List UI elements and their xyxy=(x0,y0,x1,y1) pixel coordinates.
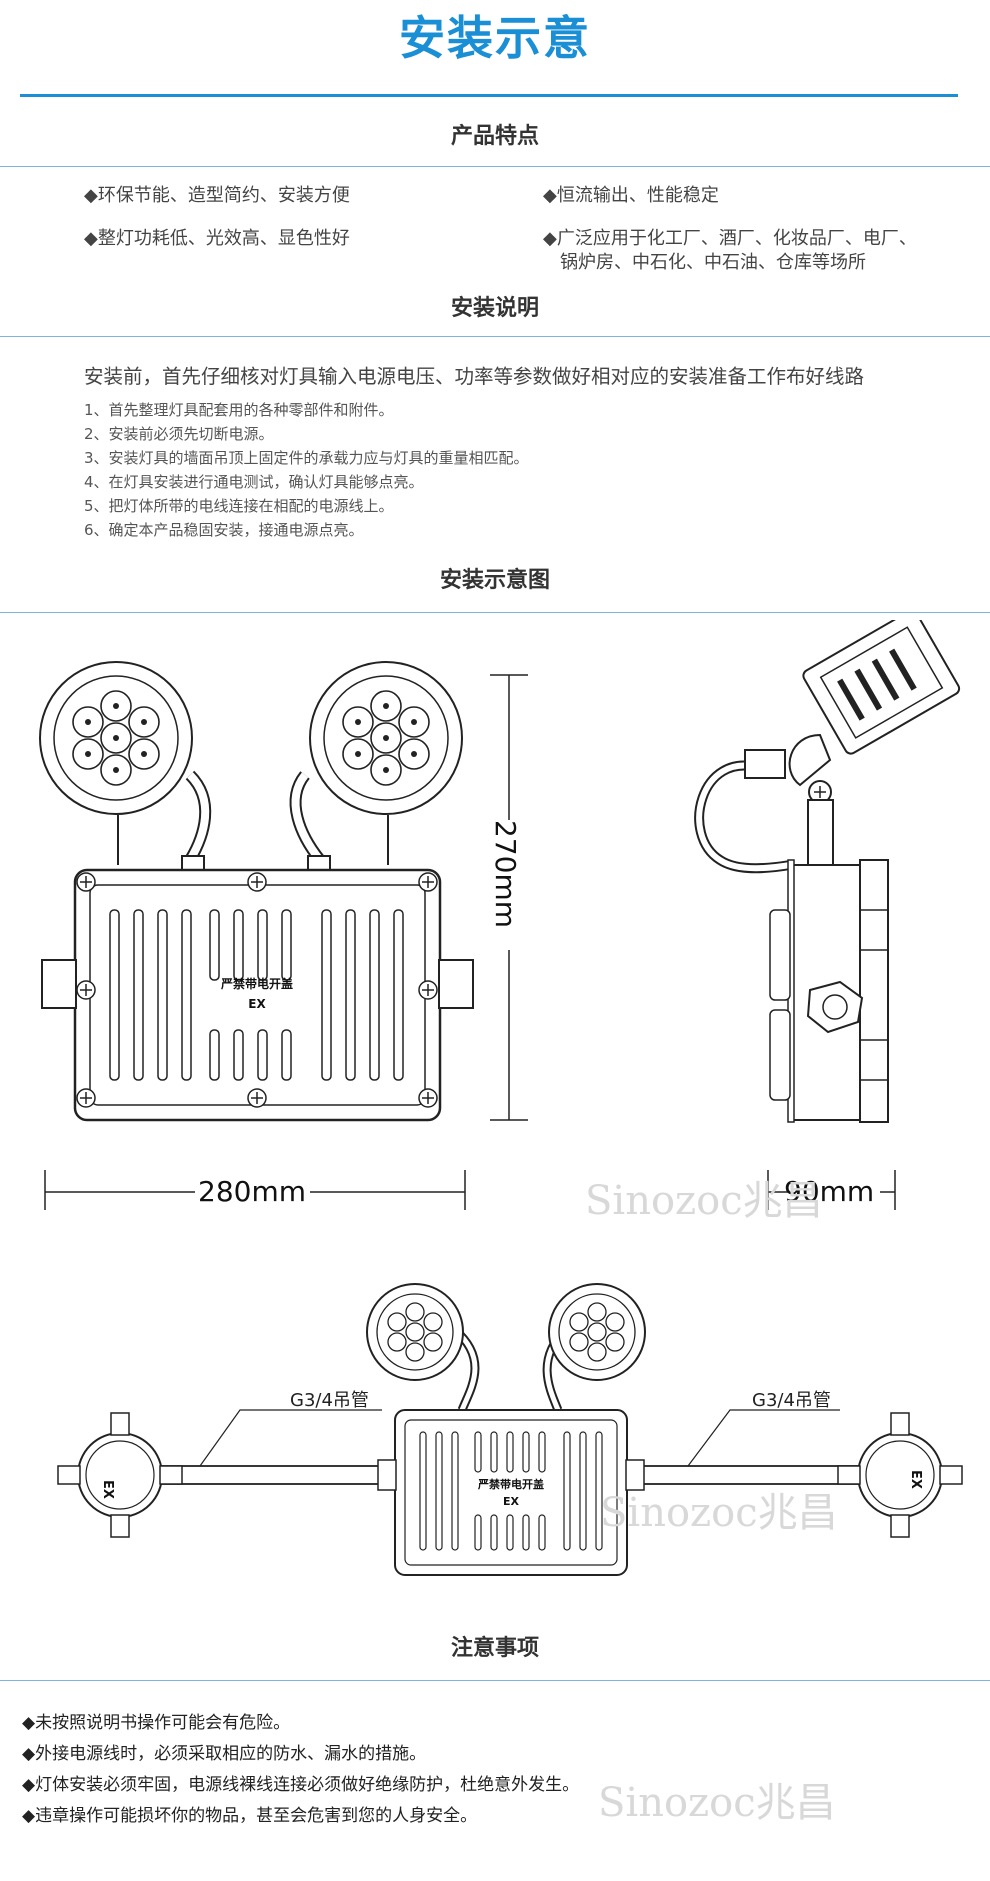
step-item: 1、首先整理灯具配套用的各种零部件和附件。 xyxy=(84,401,394,419)
notes-list: ◆未按照说明书操作可能会有危险。 ◆外接电源线时，必须采取相应的防水、漏水的措施… xyxy=(22,1708,579,1832)
step-item: 3、安装灯具的墙面吊顶上固定件的承载力应与灯具的重量相匹配。 xyxy=(84,449,529,467)
pipe-left xyxy=(159,1465,391,1485)
lamp-housing xyxy=(377,1409,645,1576)
watermark: Sinozoc兆昌 xyxy=(598,1780,836,1826)
feature-item: ◆环保节能、造型简约、安装方便 xyxy=(84,185,350,206)
height-dimension: 270mm xyxy=(489,820,522,928)
feature-item: ◆恒流输出、性能稳定 xyxy=(543,185,719,206)
ex-label: EX xyxy=(503,1495,520,1508)
note-item: ◆灯体安装必须牢固，电源线裸线连接必须做好绝缘防护，杜绝意外发生。 xyxy=(22,1775,580,1795)
instructions-heading: 安装说明 xyxy=(450,296,539,321)
notes-heading: 注意事项 xyxy=(450,1636,539,1661)
width-dimension: 280mm xyxy=(198,1175,306,1208)
ex-label: EX xyxy=(248,997,266,1011)
page-title: 安装示意 xyxy=(399,11,591,65)
diagram-divider xyxy=(0,612,990,613)
junction-box-right xyxy=(837,1412,963,1538)
side-view xyxy=(694,620,961,1123)
lamp-head xyxy=(548,1283,646,1381)
feature-item: ◆整灯功耗低、光效高、显色性好 xyxy=(84,228,350,249)
features-heading: 产品特点 xyxy=(450,124,539,149)
lamp-head xyxy=(366,1283,464,1381)
lamp-head xyxy=(39,661,193,815)
junction-box-left xyxy=(57,1412,183,1538)
features-divider xyxy=(0,166,990,167)
front-view-drawing: 严禁带电开盖 EX xyxy=(39,620,961,1210)
pipe-label-left: G3/4吊管 xyxy=(290,1390,369,1411)
step-item: 4、在灯具安装进行通电测试，确认灯具能够点亮。 xyxy=(84,473,424,491)
warning-label: 严禁带电开盖 xyxy=(220,976,293,991)
warning-label: 严禁带电开盖 xyxy=(477,1477,544,1491)
note-item: ◆违章操作可能损坏你的物品，甚至会危害到您的人身安全。 xyxy=(22,1806,478,1826)
lamp-housing xyxy=(41,868,474,1122)
step-item: 2、安装前必须先切断电源。 xyxy=(84,425,274,443)
watermark: Sinozoc兆昌 xyxy=(585,1178,823,1224)
step-item: 5、把灯体所带的电线连接在相配的电源线上。 xyxy=(84,497,394,515)
note-item: ◆外接电源线时，必须采取相应的防水、漏水的措施。 xyxy=(22,1744,427,1764)
feature-item: 锅炉房、中石化、中石油、仓库等场所 xyxy=(560,252,866,273)
instructions-steps: 1、首先整理灯具配套用的各种零部件和附件。 2、安装前必须先切断电源。 3、安装… xyxy=(84,398,529,542)
title-divider xyxy=(20,94,958,97)
depth-dimension: 90mm xyxy=(784,1175,875,1208)
lamp-head xyxy=(309,661,463,815)
feature-item: ◆广泛应用于化工厂、酒厂、化妆品厂、电厂、 xyxy=(543,228,917,249)
diagram-heading: 安装示意图 xyxy=(439,568,550,593)
watermark: Sinozoc兆昌 xyxy=(600,1490,838,1536)
svg-text:EX: EX xyxy=(100,1480,115,1499)
notes-divider xyxy=(0,1680,990,1681)
instructions-divider xyxy=(0,336,990,337)
note-item: ◆未按照说明书操作可能会有危险。 xyxy=(22,1713,291,1733)
step-item: 6、确定本产品稳固安装，接通电源点亮。 xyxy=(84,521,364,539)
pipe-label-right: G3/4吊管 xyxy=(752,1390,831,1411)
installation-diagram: EX EX 严禁带电开盖 EX G3/4吊管 G3/4吊管 xyxy=(57,1283,963,1576)
instructions-lead: 安装前，首先仔细核对灯具输入电源电压、功率等参数做好相对应的安装准备工作布好线路 xyxy=(84,365,865,388)
svg-text:EX: EX xyxy=(908,1470,923,1489)
